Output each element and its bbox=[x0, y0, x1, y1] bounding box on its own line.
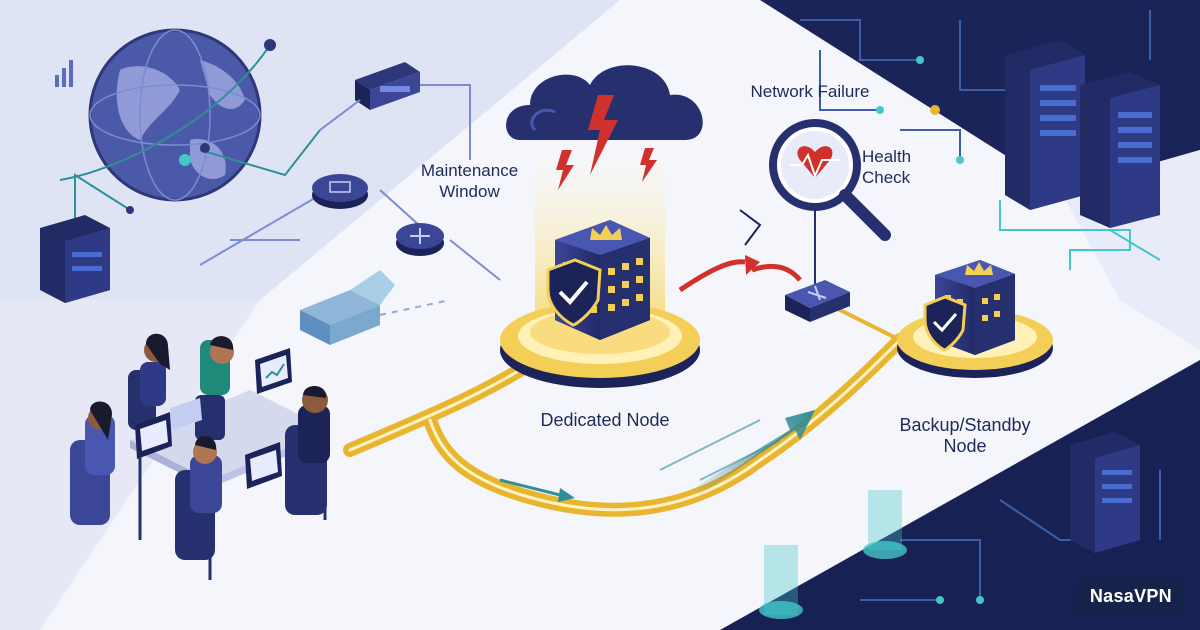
laptop-icon bbox=[245, 442, 282, 489]
glow-beacon bbox=[759, 545, 803, 619]
backup-node-label-line1: Backup/Standby bbox=[899, 415, 1031, 435]
switch-icon bbox=[312, 174, 368, 209]
primary-traffic-path-highlight bbox=[348, 338, 902, 512]
lightning-icon bbox=[556, 95, 657, 190]
globe-node-highlight bbox=[179, 154, 191, 166]
maintenance-window-label-line1: Maintenance bbox=[420, 161, 519, 180]
failed-link bbox=[678, 209, 802, 293]
globe-orbit-lines bbox=[59, 44, 321, 230]
crown-icon bbox=[965, 262, 993, 275]
shield-check-icon bbox=[923, 295, 967, 352]
person-icon bbox=[285, 385, 330, 515]
glow-beacon bbox=[863, 490, 907, 559]
network-card-icon bbox=[355, 62, 420, 110]
lower-left-panel bbox=[0, 300, 260, 630]
brand-watermark: NasaVPN bbox=[1075, 577, 1186, 616]
laptop-icon bbox=[255, 348, 292, 394]
signal-bars-icon bbox=[55, 60, 73, 87]
laptop-icon bbox=[135, 412, 172, 459]
link-lines-top bbox=[199, 84, 501, 281]
open-box-icon bbox=[300, 270, 395, 345]
router-icon bbox=[396, 223, 444, 256]
health-check-label: Health Check bbox=[862, 146, 942, 188]
server-rack-icon bbox=[40, 215, 110, 303]
lower-right-dark-panel bbox=[720, 360, 1200, 630]
person-icon bbox=[175, 436, 222, 560]
crown-icon bbox=[590, 225, 622, 240]
laptop-icon bbox=[170, 398, 202, 430]
router-icon bbox=[785, 280, 850, 322]
circuit-lines-top-right bbox=[800, 10, 1151, 160]
connector-lines-right bbox=[999, 200, 1161, 270]
health-check-label-line2: Check bbox=[862, 168, 911, 187]
globe-icon bbox=[88, 28, 262, 202]
globe-nodes bbox=[126, 39, 276, 214]
shield-check-icon bbox=[546, 258, 602, 327]
health-check-label-line1: Health bbox=[862, 147, 912, 166]
magnifier-heart-icon bbox=[769, 119, 891, 285]
arrow-icon bbox=[499, 478, 575, 502]
server-rack-icon bbox=[1005, 40, 1085, 210]
maintenance-window-label-line2: Window bbox=[439, 182, 500, 201]
server-rack-icon bbox=[1070, 432, 1140, 553]
network-failure-label: Network Failure bbox=[750, 82, 870, 101]
person-icon bbox=[195, 336, 234, 440]
arrow-icon bbox=[659, 410, 815, 495]
backup-node-label-line2: Node bbox=[943, 436, 987, 456]
circuit-node-gold bbox=[930, 105, 940, 115]
maintenance-window-label: Maintenance Window bbox=[402, 160, 537, 202]
person-icon bbox=[128, 333, 170, 430]
backup-node-label: Backup/Standby Node bbox=[880, 415, 1050, 457]
dedicated-node-label: Dedicated Node bbox=[540, 410, 670, 430]
server-rack-icon bbox=[1080, 72, 1160, 228]
person-icon bbox=[70, 401, 115, 525]
